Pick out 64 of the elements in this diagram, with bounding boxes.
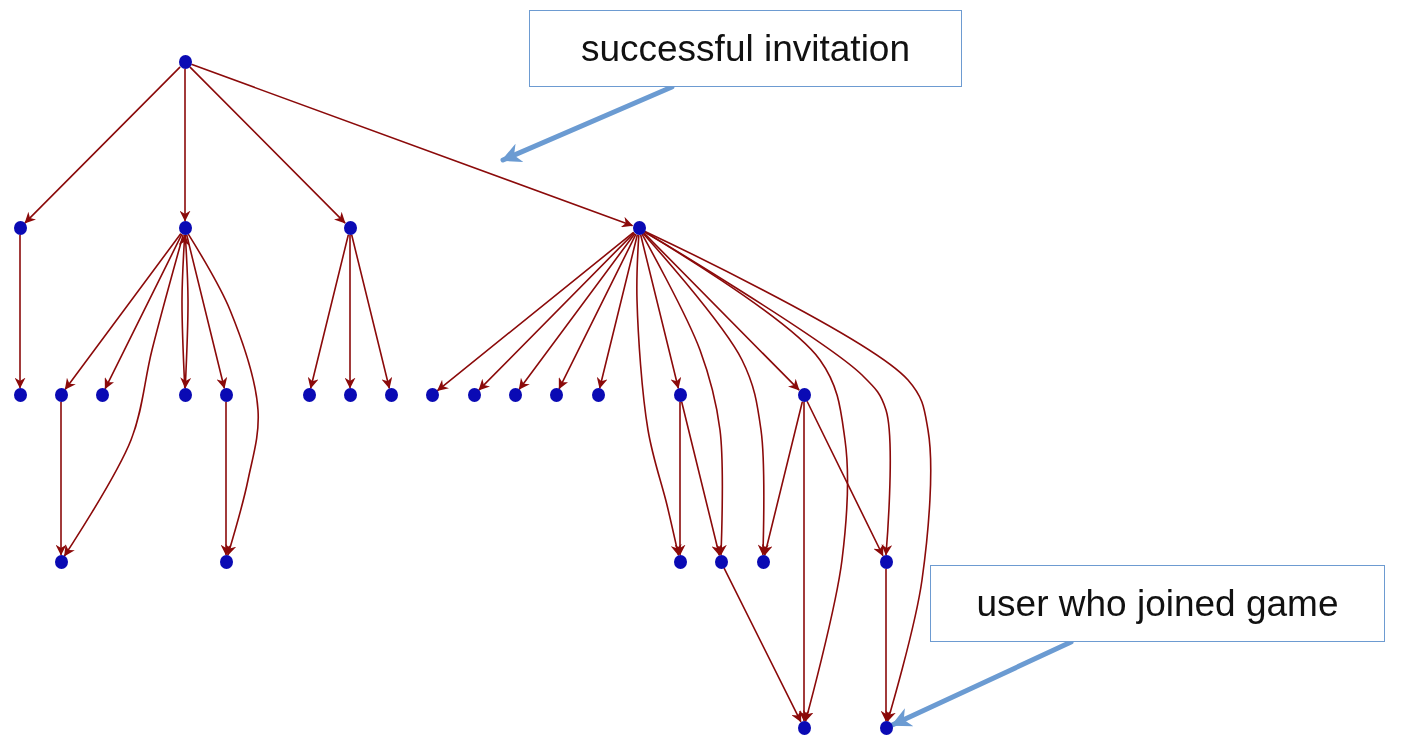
arrow bbox=[723, 567, 802, 723]
arrow bbox=[640, 234, 682, 389]
user-node bbox=[714, 555, 728, 569]
user-node bbox=[508, 388, 522, 402]
arrow bbox=[806, 400, 884, 557]
arrow bbox=[55, 401, 67, 556]
arrow bbox=[220, 401, 232, 556]
arrow bbox=[186, 234, 228, 389]
user-node bbox=[178, 221, 192, 235]
arrow bbox=[644, 231, 849, 722]
arrow bbox=[14, 234, 26, 389]
arrow bbox=[191, 63, 633, 228]
user-node bbox=[879, 555, 893, 569]
arrow bbox=[63, 234, 184, 557]
user-node bbox=[673, 388, 687, 402]
user-node bbox=[467, 388, 481, 402]
arrow bbox=[187, 233, 260, 556]
user-node bbox=[343, 221, 357, 235]
arrow bbox=[681, 401, 723, 556]
user-node bbox=[591, 388, 605, 402]
arrow bbox=[761, 401, 803, 556]
arrow bbox=[644, 230, 932, 722]
user-node bbox=[178, 55, 192, 69]
arrow bbox=[518, 233, 636, 390]
arrow bbox=[344, 234, 356, 389]
arrow bbox=[64, 233, 182, 390]
user-node bbox=[178, 388, 192, 402]
user-node bbox=[673, 555, 687, 569]
arrow bbox=[437, 231, 634, 392]
user-node bbox=[219, 388, 233, 402]
arrow bbox=[189, 66, 346, 224]
arrow bbox=[104, 233, 183, 390]
user-node bbox=[343, 388, 357, 402]
arrow bbox=[558, 233, 637, 390]
arrow bbox=[596, 234, 638, 389]
user-node bbox=[54, 555, 68, 569]
user-node bbox=[632, 221, 646, 235]
user-node bbox=[13, 388, 27, 402]
user-node bbox=[797, 388, 811, 402]
user-node bbox=[879, 721, 893, 735]
user-node bbox=[425, 388, 439, 402]
arrow bbox=[307, 234, 349, 389]
user-node bbox=[384, 388, 398, 402]
user-node bbox=[756, 555, 770, 569]
arrow bbox=[179, 68, 191, 222]
user-node bbox=[302, 388, 316, 402]
arrow bbox=[880, 568, 892, 722]
callout: user who joined game bbox=[930, 565, 1385, 642]
arrow bbox=[24, 66, 181, 224]
arrow bbox=[798, 401, 810, 722]
arrow bbox=[478, 232, 635, 391]
arrow bbox=[643, 232, 800, 391]
user-node bbox=[219, 555, 233, 569]
arrow bbox=[644, 231, 893, 556]
callout: successful invitation bbox=[529, 10, 962, 87]
arrow bbox=[674, 401, 686, 556]
user-node bbox=[54, 388, 68, 402]
user-node bbox=[549, 388, 563, 402]
arrow bbox=[636, 234, 682, 556]
user-node bbox=[95, 388, 109, 402]
arrow bbox=[641, 233, 727, 556]
arrow bbox=[351, 234, 393, 389]
user-node bbox=[13, 221, 27, 235]
user-node bbox=[797, 721, 811, 735]
